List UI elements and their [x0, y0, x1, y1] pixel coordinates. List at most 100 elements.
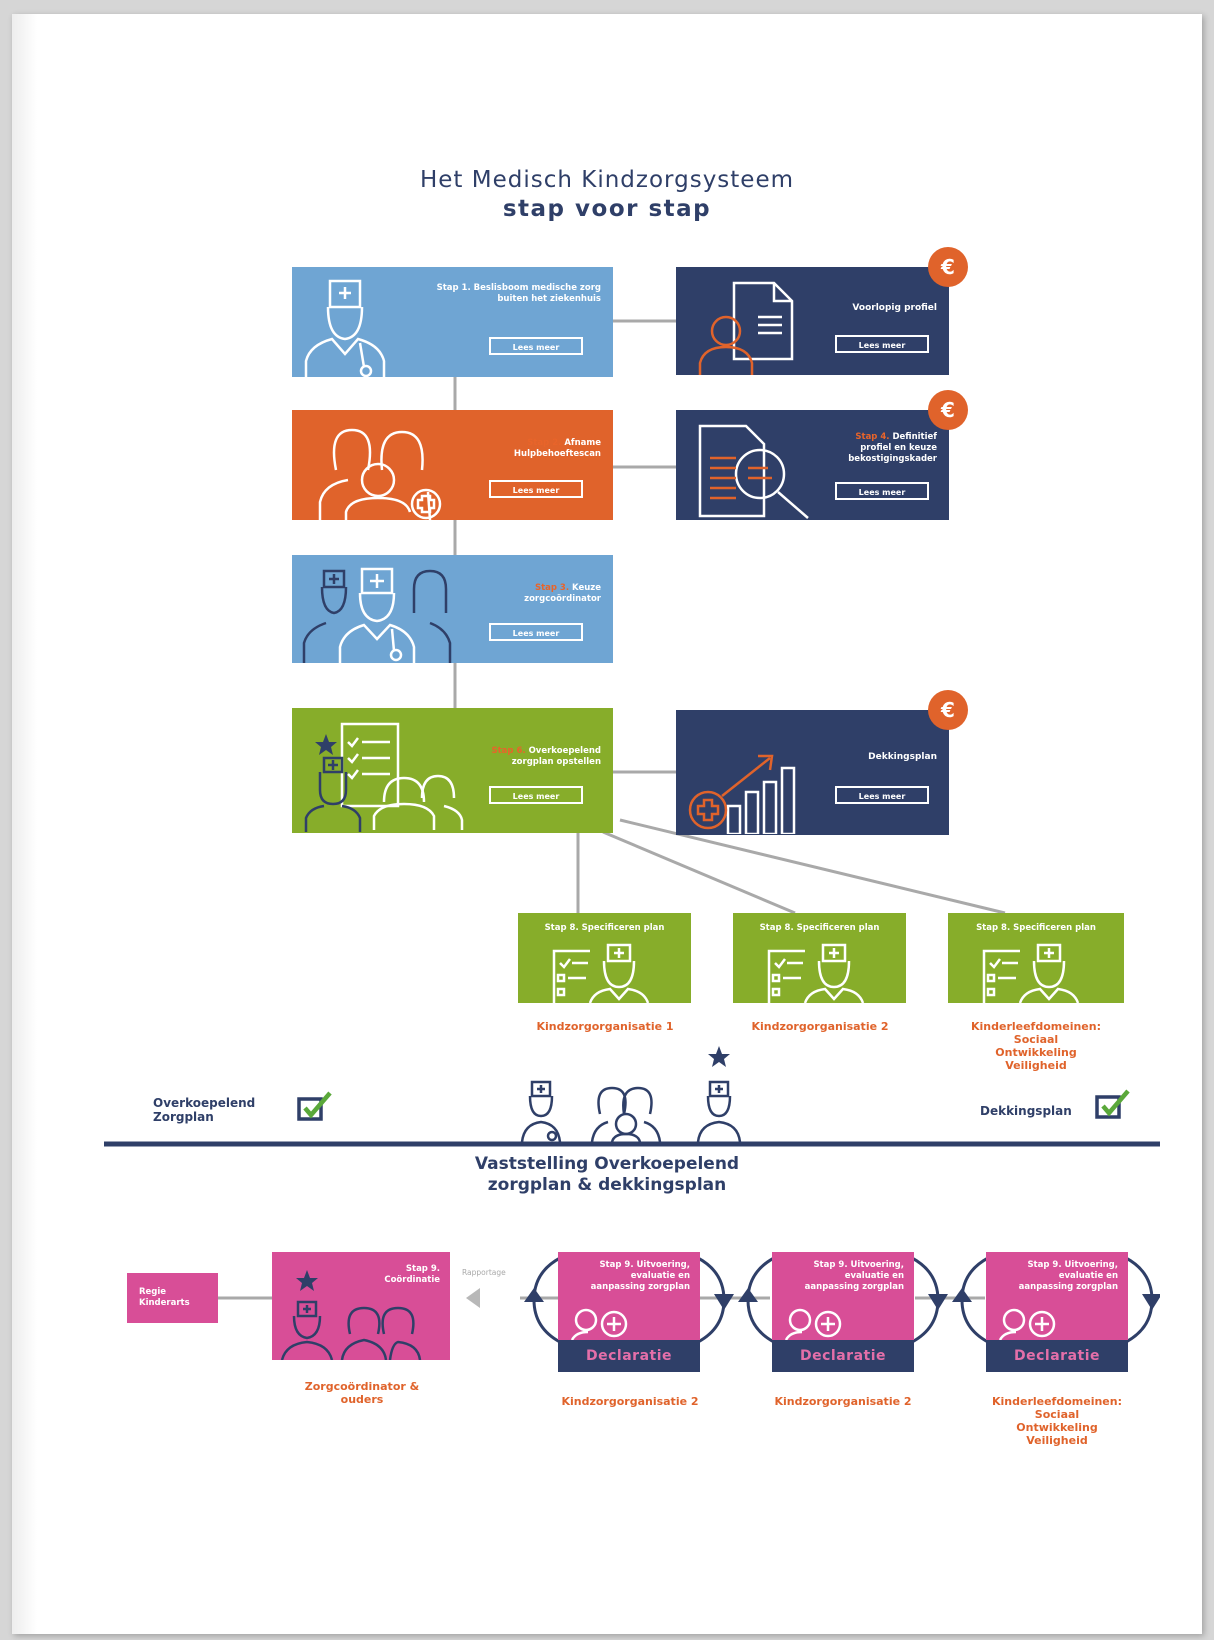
step-4-line3: bekostigingskader	[848, 454, 937, 464]
step-1-line1: Beslisboom medische zorg	[473, 283, 601, 293]
uitvoering-1-line-1: Stap 9. Uitvoering,	[599, 1260, 690, 1270]
coordinatie-text: Stap 9. Coördinatie	[384, 1264, 440, 1286]
step-1-lees-meer-button[interactable]: Lees meer	[489, 337, 583, 355]
step-3-text: Stap 3. Keuze zorgcoördinator	[524, 583, 601, 605]
document-person-icon	[698, 281, 794, 375]
step-3-lees-meer-button[interactable]: Lees meer	[489, 623, 583, 641]
growth-chart-icon	[688, 754, 796, 834]
bottom-kinder-line-1: Kinderleefdomeinen:	[991, 1395, 1122, 1408]
step-1-box: Stap 1. Beslisboom medische zorg buiten …	[292, 267, 613, 377]
declaratie-bar-1: Declaratie	[558, 1340, 700, 1372]
star-icon	[296, 1270, 318, 1291]
specify-label-2: Kindzorgorganisatie 2	[751, 1020, 889, 1033]
cycle-arrow-up-icon	[738, 1288, 758, 1302]
step-6-text: Stap 6. Overkoepelend zorgplan opstellen	[492, 746, 602, 768]
step-2-line1: Afname	[564, 438, 601, 448]
euro-badge-3: €	[928, 690, 968, 730]
cycle-arrow-down-icon	[714, 1294, 734, 1310]
bottom-kinder-line-4: Veiligheid	[1026, 1434, 1088, 1447]
checklist-nurse-icon	[767, 943, 865, 1003]
step-6-lees-meer-button[interactable]: Lees meer	[489, 786, 583, 804]
title-line-1: Het Medisch Kindzorgsysteem	[419, 167, 795, 193]
uitvoering-text-1: Stap 9. Uitvoering, evaluatie en aanpass…	[591, 1260, 690, 1293]
checklist-nurse-icon	[552, 943, 650, 1003]
zorg-line-2: ouders	[340, 1393, 384, 1406]
document-search-icon	[698, 424, 809, 519]
specify-label-1: Kindzorgorganisatie 1	[536, 1020, 674, 1033]
euro-badge-2: €	[928, 390, 968, 430]
uitvoering-1-line-3: aanpassing zorgplan	[590, 1282, 690, 1292]
specify-header-3: Stap 8. Specificeren plan	[976, 923, 1096, 933]
cycle-arrow-down-icon	[928, 1294, 948, 1310]
kinder-line-4: Veiligheid	[1005, 1059, 1067, 1072]
step-6-line1: Overkoepelend	[528, 746, 601, 756]
step-2-prefix: Stap 2.	[527, 438, 562, 448]
cycle-arrows	[524, 1256, 1160, 1344]
uitvoering-3-line-2: evaluatie en	[1058, 1271, 1118, 1281]
connector-s6-spec3	[619, 818, 1006, 915]
uitvoering-3-line-1: Stap 9. Uitvoering,	[1027, 1260, 1118, 1270]
kinder-line-3: Ontwikkeling	[995, 1046, 1077, 1059]
step-3-line2: zorgcoördinator	[524, 594, 601, 604]
uitvoering-2-line-3: aanpassing zorgplan	[804, 1282, 904, 1292]
step-2-box: Stap 2. Afname Hulpbehoeftescan Lees mee…	[292, 410, 613, 520]
specify-header-2: Stap 8. Specificeren plan	[759, 923, 880, 933]
step-4-line2: profiel en keuze	[860, 443, 937, 453]
bottom-kinder-line-2: Sociaal	[1034, 1408, 1080, 1421]
regie-line-2: Kinderarts	[139, 1298, 190, 1308]
checkbox-checked-icon	[297, 1091, 332, 1121]
uitvoering-box-2: Stap 9. Uitvoering, evaluatie en aanpass…	[772, 1252, 914, 1372]
doctor-icon	[304, 279, 386, 377]
step-1-prefix: Stap 1.	[436, 283, 471, 293]
person-care-icon	[570, 1308, 628, 1340]
dekkingsplan-lees-meer-button[interactable]: Lees meer	[835, 786, 929, 804]
zorg-line-1: Zorgcoördinator &	[304, 1380, 420, 1393]
dekkingsplan-box: Dekkingsplan Lees meer	[676, 710, 949, 835]
step-4-lees-meer-button[interactable]: Lees meer	[835, 482, 929, 500]
uitvoering-text-3: Stap 9. Uitvoering, evaluatie en aanpass…	[1019, 1260, 1118, 1293]
step-1-line2: buiten het ziekenhuis	[497, 294, 601, 304]
uitvoering-box-3: Stap 9. Uitvoering, evaluatie en aanpass…	[986, 1252, 1128, 1372]
cycle-arrow-down-icon	[1142, 1294, 1160, 1310]
regie-kinderarts-box: Regie Kinderarts	[127, 1273, 218, 1323]
person-care-icon	[784, 1308, 842, 1340]
checklist-nurse-icon	[982, 943, 1080, 1003]
bottom-kinder-line-3: Ontwikkeling	[1016, 1421, 1098, 1434]
step-6-box: Stap 6. Overkoepelend zorgplan opstellen…	[292, 708, 613, 833]
regie-kinderarts-text: Regie Kinderarts	[139, 1287, 190, 1309]
step-3-prefix: Stap 3.	[534, 583, 570, 593]
step-3-line1: Keuze	[572, 583, 601, 593]
checkbox-checked-icon	[1095, 1089, 1130, 1119]
bottom-kinder-label: Kinderleefdomeinen: Sociaal Ontwikkeling…	[957, 1395, 1157, 1447]
specify-label-3: Kinderleefdomeinen: Sociaal Ontwikkeling…	[936, 1020, 1136, 1072]
zorgcoordinator-ouders-label: Zorgcoördinator & ouders	[262, 1380, 462, 1406]
cycle-arrow-up-icon	[952, 1288, 972, 1302]
vaststelling-line-1: Vaststelling Overkoepelend	[474, 1154, 740, 1174]
rapportage-label: Rapportage	[462, 1268, 506, 1277]
step-2-text: Stap 2. Afname Hulpbehoeftescan	[514, 438, 601, 460]
bottom-org-label-2: Kindzorgorganisatie 2	[774, 1395, 912, 1408]
star-icon	[315, 734, 337, 755]
euro-badge-1: €	[928, 247, 968, 287]
uitvoering-2-line-2: evaluatie en	[844, 1271, 904, 1281]
connector-s6-spec2	[602, 830, 796, 915]
step-6-line2: zorgplan opstellen	[511, 757, 601, 767]
uitvoering-text-2: Stap 9. Uitvoering, evaluatie en aanpass…	[805, 1260, 904, 1293]
star-icon	[708, 1046, 730, 1067]
uitvoering-3-line-3: aanpassing zorgplan	[1018, 1282, 1118, 1292]
specify-box-3: Stap 8. Specificeren plan	[948, 913, 1124, 1003]
family-care-icon	[318, 428, 442, 520]
step-4-prefix: Stap 4.	[855, 432, 890, 442]
title-line-2: stap voor stap	[502, 196, 712, 222]
voorlopig-lees-meer-button[interactable]: Lees meer	[835, 335, 929, 353]
declaratie-bar-3: Declaratie	[986, 1340, 1128, 1372]
step-4-line1: Definitief	[892, 432, 937, 442]
step-2-lees-meer-button[interactable]: Lees meer	[489, 480, 583, 498]
coordinatie-line: Coördinatie	[384, 1275, 440, 1285]
step-2-line2: Hulpbehoeftescan	[513, 449, 601, 459]
rapportage-arrow-icon	[466, 1288, 480, 1308]
step-6-prefix: Stap 6.	[491, 746, 526, 756]
uitvoering-2-line-1: Stap 9. Uitvoering,	[813, 1260, 904, 1270]
uitvoering-box-1: Stap 9. Uitvoering, evaluatie en aanpass…	[558, 1252, 700, 1372]
